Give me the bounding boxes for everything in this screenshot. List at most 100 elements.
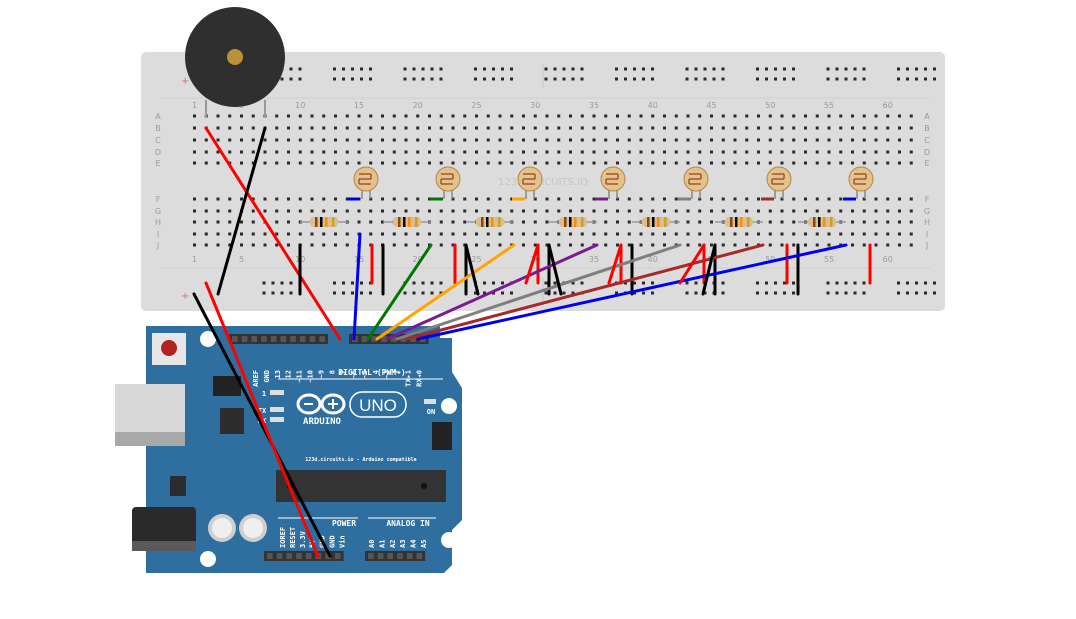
breadboard-hole — [357, 126, 361, 130]
header-pin[interactable] — [267, 553, 273, 559]
header-pin[interactable] — [377, 553, 384, 559]
breadboard-hole — [557, 126, 561, 130]
breadboard-hole — [345, 138, 349, 142]
rail-hole — [774, 67, 777, 71]
header-pin[interactable] — [270, 336, 277, 342]
wire[interactable] — [352, 232, 362, 341]
breadboard-hole — [721, 232, 725, 236]
breadboard-hole — [804, 114, 807, 118]
rail-hole — [862, 77, 866, 81]
header-pin[interactable] — [410, 336, 416, 342]
header-pin[interactable] — [325, 553, 331, 559]
rail-hole — [694, 291, 698, 295]
piezo-buzzer[interactable] — [185, 7, 285, 118]
header-pin[interactable] — [296, 553, 302, 559]
wire[interactable] — [192, 292, 332, 558]
rail-hole — [289, 291, 293, 295]
wire[interactable] — [375, 243, 516, 341]
breadboard-hole — [862, 209, 866, 213]
breadboard-hole — [263, 243, 267, 247]
resistors[interactable] — [300, 217, 846, 227]
wire[interactable] — [366, 243, 433, 341]
breadboard-hole — [510, 232, 514, 236]
rail-hole — [430, 67, 434, 71]
pin-label: A1 — [378, 540, 386, 548]
rail-hole — [544, 67, 548, 71]
wire[interactable] — [204, 281, 320, 558]
rail-hole — [430, 291, 434, 295]
rail-hole — [580, 281, 584, 285]
header-pin[interactable] — [416, 553, 423, 559]
breadboard-hole — [439, 150, 443, 154]
photoresistor-trace — [688, 173, 702, 185]
header-pin[interactable] — [381, 336, 387, 342]
rail-hole — [862, 281, 866, 285]
wire[interactable] — [524, 243, 540, 285]
header-pin[interactable] — [280, 336, 287, 342]
breadboard-hole — [498, 114, 502, 118]
rail-hole — [360, 67, 363, 71]
header-pin[interactable] — [371, 336, 378, 342]
header-pin[interactable] — [232, 336, 238, 342]
header-pin[interactable] — [406, 553, 413, 559]
breadboard-hole — [886, 232, 890, 236]
header-pin[interactable] — [390, 336, 397, 342]
breadboard-hole — [510, 150, 514, 154]
breadboard-hole — [851, 243, 854, 247]
header-pin[interactable] — [276, 553, 283, 559]
wire[interactable] — [405, 243, 765, 341]
reset-button-cap[interactable] — [161, 340, 177, 356]
breadboard-hole — [733, 150, 737, 154]
mounting-hole — [441, 398, 457, 414]
resistor-band — [664, 217, 667, 227]
rail-hole — [783, 77, 786, 81]
breadboard-hole — [851, 220, 854, 224]
breadboard-hole — [357, 114, 361, 118]
header-pin[interactable] — [286, 553, 293, 559]
breadboard-hole — [733, 161, 737, 165]
wire[interactable] — [216, 126, 267, 296]
header-pin[interactable] — [309, 336, 316, 342]
wire[interactable] — [464, 243, 480, 296]
arduino-uno[interactable]: UNO ARDUINO ON 1 TX RX 123d.circuits.io … — [115, 326, 462, 573]
wire[interactable] — [395, 243, 682, 341]
header-pin[interactable] — [334, 553, 341, 559]
wires[interactable] — [192, 126, 872, 558]
header-pin[interactable] — [290, 336, 296, 342]
wire[interactable] — [416, 243, 848, 341]
header-pin[interactable] — [299, 336, 306, 342]
rail-hole — [774, 291, 777, 295]
tx-led-label: TX — [258, 407, 267, 415]
header-pin[interactable] — [400, 336, 407, 342]
icsp-header — [432, 422, 452, 450]
column-label: 55 — [824, 101, 834, 110]
analog-header[interactable] — [365, 551, 426, 561]
power-header[interactable] — [264, 551, 344, 561]
header-pin[interactable] — [387, 553, 394, 559]
wire[interactable] — [385, 243, 599, 341]
wire[interactable] — [204, 126, 342, 341]
wire[interactable] — [547, 243, 563, 296]
wire[interactable] — [678, 243, 706, 285]
header-pin[interactable] — [241, 336, 248, 342]
header-pin[interactable] — [261, 336, 267, 342]
breadboard-hole — [686, 220, 690, 224]
header-pin[interactable] — [361, 336, 368, 342]
header-pin[interactable] — [251, 336, 258, 342]
wire[interactable] — [701, 243, 717, 296]
header-pin[interactable] — [305, 553, 312, 559]
header-pin[interactable] — [319, 336, 325, 342]
breadboard-hole — [909, 197, 913, 201]
header-pin[interactable] — [397, 553, 403, 559]
breadboard-hole — [251, 209, 255, 213]
breadboard-hole — [839, 197, 843, 201]
header-pin[interactable] — [368, 553, 374, 559]
wire[interactable] — [607, 243, 623, 285]
photoresistors[interactable] — [353, 166, 874, 199]
breadboard-hole — [404, 209, 408, 213]
breadboard-hole — [651, 232, 655, 236]
breadboard-hole — [815, 126, 819, 130]
resistor-band — [581, 217, 584, 227]
breadboard-hole — [580, 243, 584, 247]
rail-hole — [694, 281, 698, 285]
